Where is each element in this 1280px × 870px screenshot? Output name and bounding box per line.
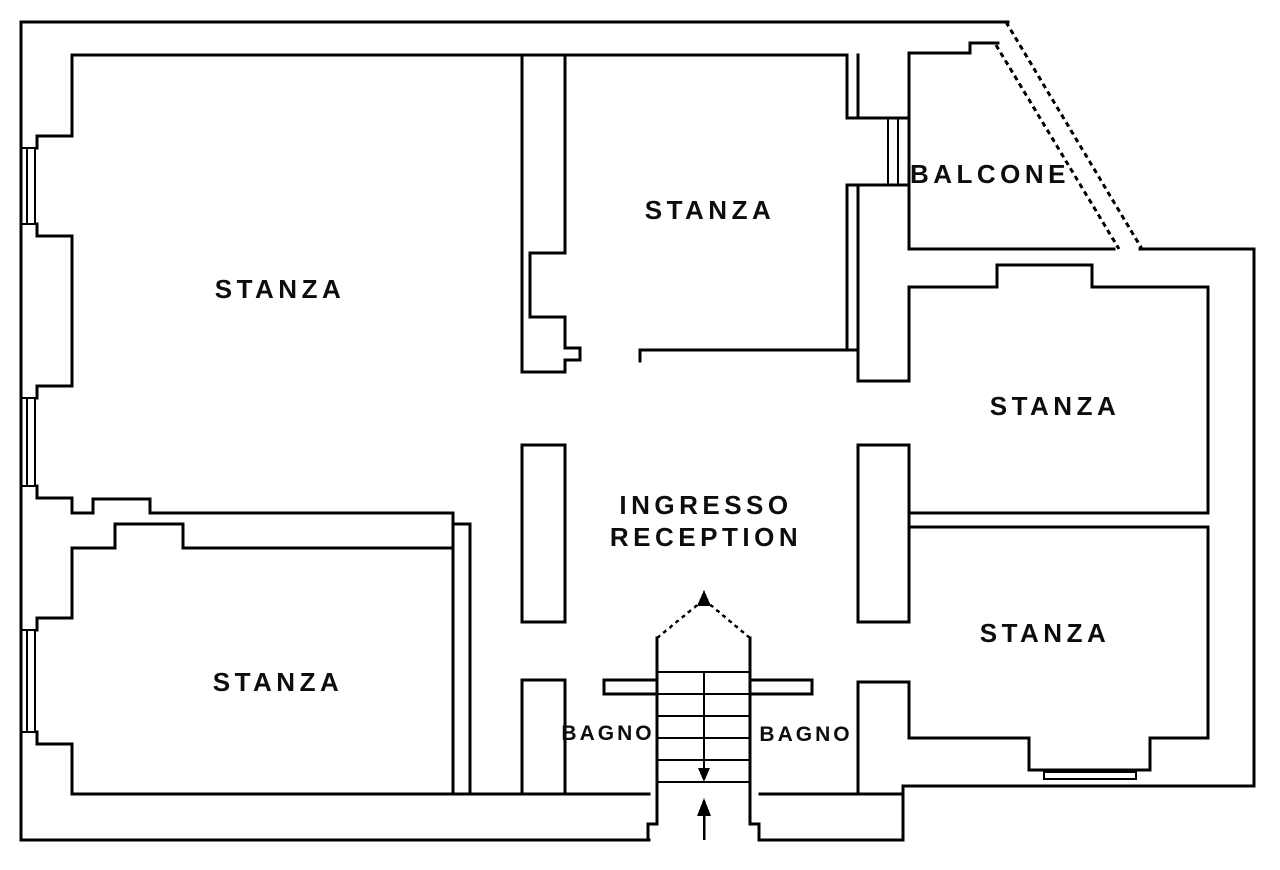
balcony-railing-dashed <box>994 21 1144 250</box>
stair-landing-rails <box>602 678 814 696</box>
room-label-stanza-bottom-left: STANZA <box>213 667 344 697</box>
window-left-glazing <box>20 147 38 733</box>
entry-arrowhead-icon <box>697 798 711 816</box>
stanza-bottom-right-walls <box>907 525 1210 772</box>
stair-shaft-walls <box>646 636 761 842</box>
room-label-bagno-right: BAGNO <box>759 723 852 746</box>
stair-chevron-dashed <box>656 601 751 639</box>
inner-walls-left <box>35 53 849 796</box>
room-label-reception: RECEPTION <box>610 522 802 552</box>
ingresso-walls <box>638 285 911 624</box>
window-bottom-right-glazing <box>1043 771 1137 780</box>
top-rooms-divider <box>520 53 582 796</box>
left-rooms-divider <box>70 497 651 796</box>
room-label-ingresso: INGRESSO <box>619 490 792 520</box>
balcony-window-glazing <box>887 117 899 186</box>
bagno-walls <box>758 680 911 796</box>
room-label-stanza-top-middle: STANZA <box>645 195 776 225</box>
room-label-bagno-left: BAGNO <box>561 722 654 745</box>
balcony-wall-and-window-frame <box>845 41 1116 383</box>
stair-down-arrowhead-icon <box>698 768 710 782</box>
outer-walls <box>19 20 1256 842</box>
room-label-stanza-bottom-right: STANZA <box>980 618 1111 648</box>
room-label-stanza-right-middle: STANZA <box>990 391 1121 421</box>
stair-treads <box>656 671 751 783</box>
stanza-right-middle-walls <box>907 263 1210 515</box>
stair-chevron-arrowhead-icon <box>697 590 711 606</box>
room-label-stanza-top-left: STANZA <box>215 274 346 304</box>
room-label-balcone: BALCONE <box>910 159 1070 189</box>
